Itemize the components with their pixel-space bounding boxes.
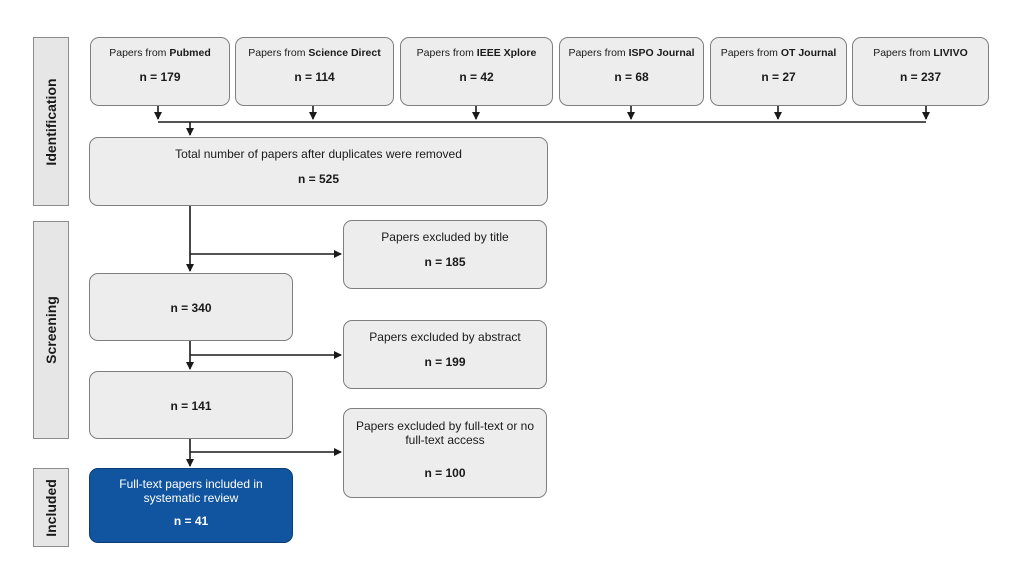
source-box-livivo: Papers from LIVIVO n = 237: [852, 37, 989, 106]
after-abstract-count: n = 141: [170, 399, 212, 413]
excluded-abstract-label: Papers excluded by abstract: [369, 330, 521, 344]
excluded-by-abstract-box: Papers excluded by abstract n = 199: [343, 320, 547, 389]
excluded-fulltext-label: Papers excluded by full-text or no full-…: [355, 419, 535, 447]
source-label: Papers from ISPO Journal: [568, 47, 695, 59]
source-box-ot-journal: Papers from OT Journal n = 27: [710, 37, 847, 106]
source-label: Papers from Science Direct: [248, 47, 381, 59]
source-label: Papers from IEEE Xplore: [416, 47, 537, 59]
source-box-ieee-xplore: Papers from IEEE Xplore n = 42: [400, 37, 553, 106]
source-box-ispo-journal: Papers from ISPO Journal n = 68: [559, 37, 704, 106]
excluded-by-fulltext-box: Papers excluded by full-text or no full-…: [343, 408, 547, 498]
source-count: n = 179: [139, 70, 181, 84]
source-count: n = 27: [761, 70, 796, 84]
excluded-fulltext-count: n = 100: [424, 466, 466, 480]
after-title-count: n = 340: [170, 301, 212, 315]
phase-identification: Identification: [33, 37, 69, 206]
source-count: n = 237: [899, 70, 942, 84]
included-count: n = 41: [173, 514, 209, 528]
source-count: n = 114: [294, 70, 335, 84]
source-box-pubmed: Papers from Pubmed n = 179: [90, 37, 230, 106]
source-label: Papers from LIVIVO: [873, 47, 968, 59]
total-label: Total number of papers after duplicates …: [175, 147, 462, 161]
excluded-abstract-count: n = 199: [424, 355, 466, 369]
phase-screening: Screening: [33, 221, 69, 439]
excluded-title-label: Papers excluded by title: [381, 230, 509, 244]
after-title-box: n = 340: [89, 273, 293, 341]
excluded-title-count: n = 185: [424, 255, 466, 269]
source-count: n = 68: [614, 70, 649, 84]
excluded-by-title-box: Papers excluded by title n = 185: [343, 220, 547, 289]
source-count: n = 42: [459, 70, 494, 84]
included-box: Full-text papers included in systematic …: [89, 468, 293, 543]
source-label: Papers from Pubmed: [109, 47, 211, 59]
included-label: Full-text papers included in systematic …: [119, 477, 263, 505]
phase-included: Included: [33, 468, 69, 547]
source-box-science-direct: Papers from Science Direct n = 114: [235, 37, 394, 106]
after-abstract-box: n = 141: [89, 371, 293, 439]
total-count: n = 525: [297, 172, 340, 186]
source-label: Papers from OT Journal: [720, 47, 837, 59]
total-after-duplicates-box: Total number of papers after duplicates …: [89, 137, 548, 206]
